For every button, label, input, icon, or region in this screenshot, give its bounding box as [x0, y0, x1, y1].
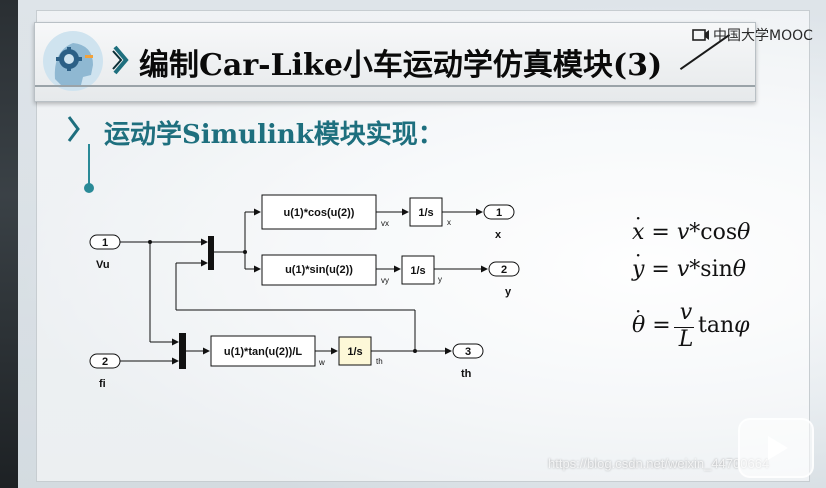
- accent-dot: [84, 183, 94, 193]
- svg-text:1: 1: [102, 237, 108, 249]
- fcn-block-tan[interactable]: u(1)*tan(u(2))/L: [210, 335, 316, 367]
- fcn-block-cos[interactable]: u(1)*cos(u(2)): [261, 194, 377, 230]
- svg-text:u(1)*cos(u(2)): u(1)*cos(u(2)): [284, 207, 355, 219]
- mooc-logo: 中国大学MOOC: [692, 24, 813, 46]
- signal-label: w: [318, 358, 325, 367]
- svg-text:2: 2: [102, 356, 108, 368]
- svg-text:u(1)*tan(u(2))/L: u(1)*tan(u(2))/L: [224, 346, 302, 358]
- title-banner: 编制Car-Like小车运动学仿真模块(3): [34, 22, 756, 102]
- integrator-x[interactable]: 1/s: [409, 197, 443, 227]
- signal-label: y: [438, 275, 442, 284]
- inport-vu[interactable]: 1 Vu: [89, 234, 121, 271]
- mooc-logo-text: 中国大学MOOC: [713, 28, 813, 44]
- signal-label: x: [447, 218, 451, 227]
- page-title: 编制Car-Like小车运动学仿真模块(3): [139, 48, 663, 83]
- outport-th[interactable]: 3 th: [452, 343, 484, 380]
- svg-text:1: 1: [496, 207, 502, 219]
- svg-text:u(1)*sin(u(2)): u(1)*sin(u(2)): [285, 264, 353, 276]
- inport-label: fi: [99, 378, 106, 390]
- equation-theta-dot: θ =: [632, 299, 671, 338]
- robot-head-icon: [43, 31, 103, 91]
- outport-label: th: [461, 368, 472, 380]
- fraction-bar: [674, 327, 694, 328]
- url-watermark: https://blog.csdn.net/weixin_44700664: [548, 456, 770, 471]
- accent-line: [88, 144, 90, 188]
- inport-fi[interactable]: 2 fi: [89, 353, 121, 390]
- svg-text:1/s: 1/s: [410, 265, 425, 277]
- svg-text:2: 2: [501, 264, 507, 276]
- inport-label: Vu: [96, 259, 110, 271]
- left-border-strip: [0, 0, 18, 488]
- play-icon: [768, 436, 788, 460]
- equation-x-dot: x = v*cosθ: [632, 206, 750, 245]
- mux-block[interactable]: [179, 333, 186, 369]
- equation-theta-rhs: tanφ: [698, 313, 750, 338]
- outport-y[interactable]: 2 y: [488, 261, 520, 298]
- play-button[interactable]: [738, 418, 814, 478]
- signal-label: vx: [381, 219, 389, 228]
- fraction-v-over-l: v L: [676, 300, 696, 352]
- mux-block[interactable]: [208, 236, 214, 270]
- outport-label: x: [495, 229, 502, 241]
- section-title: 运动学Simulink模块实现：: [104, 120, 444, 150]
- section-chevron-icon: [67, 116, 80, 142]
- integrator-th[interactable]: 1/s: [338, 336, 372, 366]
- title-chevron-icon: [112, 45, 129, 75]
- equation-y-dot: y = v*sinθ: [632, 243, 746, 282]
- mooc-logo-icon: [692, 29, 709, 41]
- svg-text:3: 3: [465, 346, 471, 358]
- fraction-numerator: v: [679, 300, 693, 325]
- outport-x[interactable]: 1 x: [483, 204, 515, 241]
- fcn-block-sin[interactable]: u(1)*sin(u(2)): [261, 254, 377, 286]
- signal-label: vy: [381, 276, 389, 285]
- integrator-y[interactable]: 1/s: [401, 255, 435, 285]
- svg-text:1/s: 1/s: [347, 346, 362, 358]
- slide: [18, 0, 826, 488]
- fraction-denominator: L: [678, 327, 694, 352]
- svg-text:1/s: 1/s: [418, 207, 433, 219]
- integrator-th-body: [338, 336, 372, 366]
- outport-label: y: [505, 286, 512, 298]
- signal-label: th: [376, 357, 383, 366]
- header-underline: [35, 85, 755, 87]
